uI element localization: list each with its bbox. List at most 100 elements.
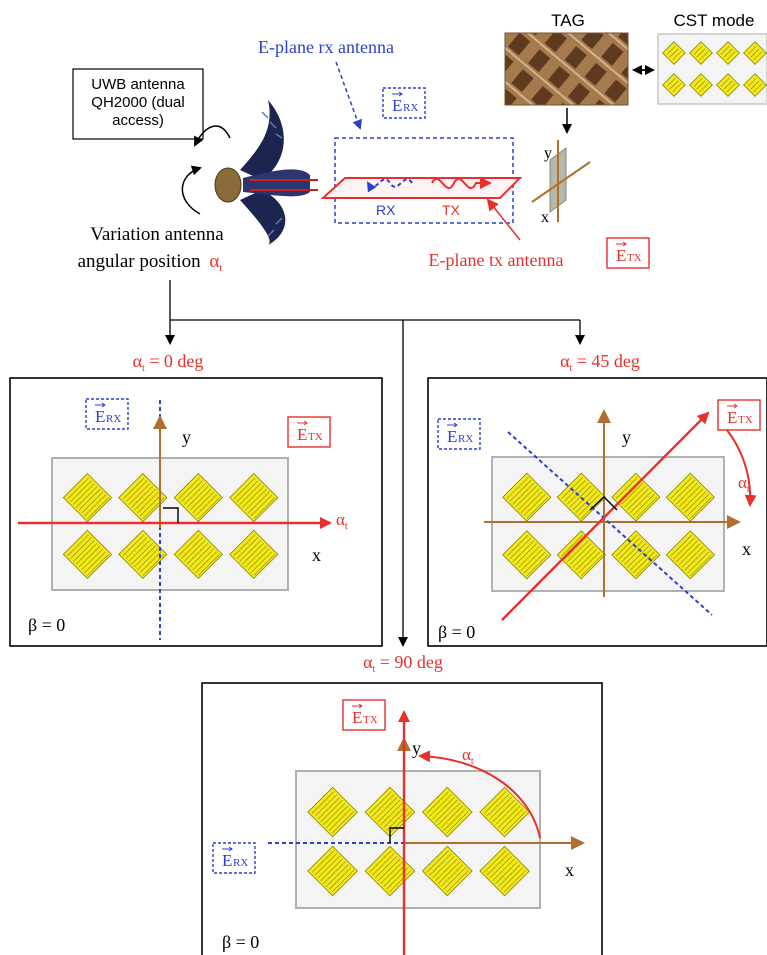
- tag-patch: [743, 73, 767, 97]
- svg-text:TX: TX: [627, 252, 642, 264]
- beta-label: β = 0: [28, 615, 65, 635]
- panel-0deg-title: αt = 0 deg: [133, 351, 204, 374]
- tx-label: TX: [442, 202, 461, 218]
- tag-patch: [502, 530, 552, 580]
- tag-patch: [556, 530, 606, 580]
- tag-patch: [62, 472, 113, 523]
- tx-field-line: [501, 411, 710, 621]
- small-tag-axis-y: y: [544, 145, 552, 162]
- svg-text:E: E: [616, 246, 626, 265]
- tag-patch: [611, 530, 661, 580]
- antenna-plane: [320, 177, 523, 199]
- tx-label-arrow: [486, 198, 521, 241]
- tag-patch: [665, 530, 715, 580]
- tag-patch: [173, 472, 223, 523]
- panel-45deg-title: αt = 45 deg: [560, 351, 640, 374]
- alpha-label: αt: [336, 510, 348, 532]
- rx-wave: [366, 178, 413, 193]
- svg-text:E: E: [727, 408, 737, 427]
- tag-patch: [118, 472, 168, 523]
- tx-antenna-label: E-plane tx antenna: [429, 250, 564, 270]
- tag-patch: [229, 472, 279, 523]
- tag-patches: [307, 786, 530, 897]
- right-angle-mark: [389, 827, 404, 843]
- right-angle-mark: [163, 507, 179, 523]
- tag-patch: [662, 73, 686, 97]
- uwb-curved-arrow: [194, 125, 231, 147]
- tag-patch: [62, 529, 113, 579]
- variation-line-1: Variation antenna: [90, 224, 224, 245]
- svg-text:TX: TX: [308, 431, 323, 443]
- tag-patch: [364, 786, 416, 838]
- uwb-antenna-box: [72, 68, 204, 140]
- rotation-curved-arrow: [181, 165, 202, 215]
- svg-text:E: E: [297, 425, 307, 444]
- svg-text:RX: RX: [458, 433, 473, 445]
- rotation-arc: [418, 750, 541, 839]
- svg-text:RX: RX: [233, 857, 248, 869]
- axis-y-label: y: [622, 427, 631, 447]
- uwb-box-line-1: UWB antenna: [91, 76, 185, 93]
- tag-patch: [479, 786, 530, 838]
- svg-text:RX: RX: [403, 102, 418, 114]
- svg-text:E: E: [352, 708, 362, 727]
- tag-patches: [62, 472, 279, 579]
- axis-x-label: x: [312, 545, 321, 565]
- svg-text:E: E: [222, 851, 232, 870]
- tag-patch: [502, 472, 552, 522]
- tag-patch: [421, 845, 473, 897]
- rx-field-line: [507, 431, 713, 616]
- tag-patch: [716, 73, 740, 97]
- tag-patch: [173, 529, 223, 579]
- tag-patch: [716, 41, 740, 65]
- tx-wave: [431, 177, 492, 190]
- axis-x-label: x: [742, 539, 751, 559]
- tag-patch: [743, 41, 767, 65]
- svg-text:TX: TX: [363, 714, 378, 726]
- rx-label: RX: [376, 202, 396, 218]
- tag-patch: [307, 786, 358, 838]
- uwb-antenna-drawing: [214, 100, 318, 245]
- right-angle-mark: [589, 496, 618, 511]
- tag-patch: [665, 472, 715, 522]
- tag-patch: [611, 472, 661, 522]
- small-tag-axis-x: x: [541, 209, 549, 226]
- beta-label: β = 0: [438, 622, 475, 642]
- tag-patch: [229, 529, 279, 579]
- axis-y-label: y: [412, 738, 421, 758]
- tag-patch: [118, 529, 168, 579]
- axis-x-label: x: [565, 860, 574, 880]
- svg-text:E: E: [392, 96, 402, 115]
- small-tag-axes: y x: [531, 140, 591, 226]
- axis-y-label: y: [182, 427, 191, 447]
- rx-antenna-label: E-plane rx antenna: [258, 37, 394, 57]
- svg-text:TX: TX: [738, 414, 753, 426]
- tag-patch: [662, 41, 686, 65]
- svg-text:E: E: [447, 427, 457, 446]
- svg-text:E: E: [95, 407, 105, 426]
- cst-model-label: CST mode: [674, 11, 755, 30]
- tag-patch: [689, 41, 713, 65]
- alpha-label: αt: [462, 745, 474, 767]
- uwb-box-line-3: access): [112, 112, 164, 129]
- panel-90deg-title: αt = 90 deg: [363, 652, 443, 675]
- rx-label-arrow: [335, 61, 362, 130]
- svg-text:RX: RX: [106, 413, 121, 425]
- tag-patch: [479, 845, 530, 897]
- top-section: TAG CST mode y x UWB antenna QH2000 (dua…: [72, 11, 767, 274]
- variation-line-2: angular position αt: [78, 251, 223, 274]
- tag-photo: [504, 32, 629, 106]
- tag-patch: [307, 845, 358, 897]
